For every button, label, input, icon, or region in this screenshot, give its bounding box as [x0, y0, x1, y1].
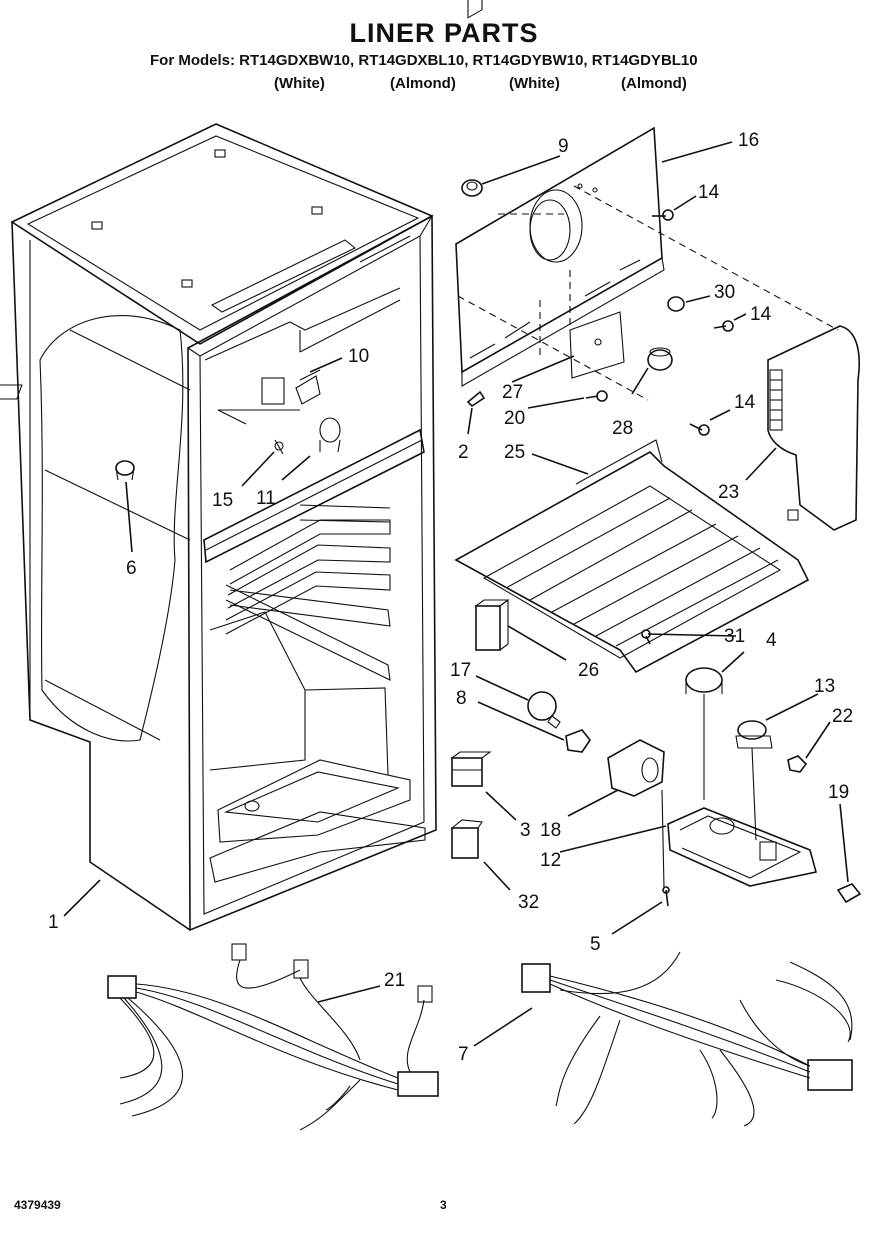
callout-7: 7 — [458, 1044, 469, 1065]
liner-cabinet — [0, 123, 437, 932]
callout-21: 21 — [384, 970, 405, 991]
terminal-blocks — [450, 751, 492, 859]
callout-30: 30 — [714, 282, 735, 303]
page-number: 3 — [440, 1198, 447, 1212]
page-title: LINER PARTS — [349, 18, 539, 48]
callout-5: 5 — [590, 934, 601, 955]
callout-18: 18 — [540, 820, 561, 841]
wire-harness-21 — [107, 943, 439, 1131]
color-variant-4: (Almond) — [621, 75, 687, 92]
color-variant-1: (White) — [274, 75, 325, 92]
callout-4: 4 — [766, 630, 777, 651]
light-assembly — [527, 667, 862, 907]
wire-harness-7 — [521, 951, 853, 1127]
callout-14-low: 14 — [734, 392, 756, 413]
callout-2: 2 — [458, 442, 469, 463]
callout-14-top: 14 — [698, 182, 720, 203]
callout-15: 15 — [212, 490, 233, 511]
callout-27: 27 — [502, 382, 523, 403]
callout-17: 17 — [450, 660, 471, 681]
callout-20: 20 — [504, 408, 525, 429]
callout-19: 19 — [828, 782, 849, 803]
freezer-shelf — [454, 439, 810, 674]
document-number: 4379439 — [14, 1198, 61, 1212]
color-variant-2: (Almond) — [390, 75, 456, 92]
callout-23: 23 — [718, 482, 739, 503]
callout-32: 32 — [518, 892, 539, 913]
evaporator-cover — [767, 325, 860, 531]
callout-labels: 9 16 14 30 14 10 27 20 28 14 2 25 23 15 … — [48, 130, 853, 1065]
callout-11: 11 — [256, 488, 276, 509]
callout-10: 10 — [348, 346, 369, 367]
callout-1: 1 — [48, 912, 59, 933]
callout-3: 3 — [520, 820, 531, 841]
callout-8: 8 — [456, 688, 467, 709]
leader-lines — [63, 141, 849, 1047]
callout-6: 6 — [126, 558, 137, 579]
callout-28: 28 — [612, 418, 633, 439]
callout-12: 12 — [540, 850, 561, 871]
callout-22: 22 — [832, 706, 853, 727]
rear-panel-assembly — [455, 0, 839, 401]
damper-part-26 — [474, 599, 510, 651]
callout-25: 25 — [504, 442, 525, 463]
callout-9: 9 — [558, 136, 569, 157]
callout-14-mid: 14 — [750, 304, 772, 325]
callout-16: 16 — [738, 130, 759, 151]
color-variant-3: (White) — [509, 75, 560, 92]
fasteners — [461, 179, 734, 436]
callout-13: 13 — [814, 676, 835, 697]
callout-31: 31 — [724, 626, 745, 647]
callout-26: 26 — [578, 660, 599, 681]
model-list: For Models: RT14GDXBW10, RT14GDXBL10, RT… — [150, 52, 698, 69]
